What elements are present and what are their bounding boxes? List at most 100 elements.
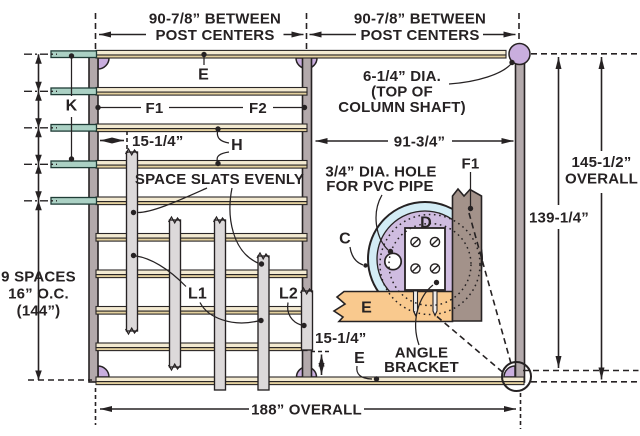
overall-height-line2: OVERALL [565,171,638,188]
top-beam [95,49,507,56]
left-spacing-note-line3: (144”) [17,303,61,320]
slat-offset-top-value: 15-1/4” [132,133,183,150]
svg-text:H: H [231,137,243,154]
label-e-detail: E [361,300,372,317]
angle-bracket-line2: BRACKET [384,359,459,376]
column-note-line2: (TOP OF [371,84,433,101]
post-right [514,56,526,383]
break-mark [212,215,226,225]
label-f1-f2: F1 F2 [95,100,308,117]
column-base-detail [332,187,483,323]
rail-edge [95,347,308,352]
dim-top-left-line1: 90-7/8” BETWEEN [149,11,281,28]
detail-post [451,187,483,322]
cross-piece [50,196,98,205]
cross-pieces [50,50,98,205]
annotations: 9 SPACES 16” O.C. (144”) 90-7/8” BETWEEN… [1,11,639,429]
cross-piece [50,160,98,169]
slat-offset-bottom-value: 15-1/4” [315,330,366,347]
break-mark [167,215,181,225]
break-mark [167,362,181,372]
rail [95,86,308,93]
rail-edge [95,274,308,279]
svg-text:L1: L1 [188,286,207,303]
label-d: D [420,215,432,232]
dim-top-right-line2: POST CENTERS [360,27,479,44]
label-c: C [339,231,368,268]
angle-bracket-line1: ANGLE [395,345,449,362]
overall-height-line1: 145-1/2” [572,154,632,171]
break-mark [299,286,313,296]
label-h: H [215,126,243,167]
rail-right-value: 91-3/4” [394,134,445,151]
column-shaft-dotted-inner [388,222,472,307]
angle-bracket-plate [404,227,446,291]
slat-l1 [168,219,182,368]
left-spacing-dimension: 9 SPACES 16” O.C. (144”) [1,53,92,381]
slat-l1 [257,255,270,391]
left-spacing-note-line2: 16” O.C. [8,286,69,303]
svg-text:E: E [198,67,209,84]
height-dimensions: 145-1/2” OVERALL 139-1/4” [523,52,639,383]
label-l2: L2 [279,286,307,329]
column-shaft-top-circle [508,42,531,66]
slat-offset-top-dimension: 15-1/4” [100,131,183,153]
cross-piece [50,123,98,132]
svg-text:L2: L2 [279,286,298,303]
rail [95,342,308,349]
bracket-nail [432,290,438,317]
label-f1-right: F1 [462,156,480,212]
svg-text:K: K [66,98,78,115]
overall-width-dimension: 188” OVERALL [94,388,522,429]
label-f2: F2 [249,100,267,117]
beams-and-rails [95,49,525,386]
label-e-bottom: E [354,350,380,382]
column-shaft-dotted-outline [379,213,481,316]
post-left [88,51,99,383]
label-k: K [66,53,78,162]
slats [124,147,314,391]
slat-l2 [300,290,314,351]
break-mark [256,251,270,261]
callout-line [468,212,512,364]
rail-edge [95,91,308,96]
detail-beam [332,290,454,323]
rail-right-dimension: 91-3/4” [315,134,514,151]
overall-width-value: 188” OVERALL [251,402,362,419]
dim-top-right-line1: 90-7/8” BETWEEN [354,11,486,28]
space-slats-note: SPACE SLATS EVENLY [130,171,304,267]
rail [95,123,308,130]
pvc-hole-line1: 3/4” DIA. HOLE [325,164,436,181]
slat-l1 [213,219,227,391]
column-note-line1: 6-1/4” DIA. [363,68,441,85]
left-spacing-note-line1: 9 SPACES [1,269,76,286]
slat-l1 [125,151,139,332]
pvc-pipe-hole [383,252,403,271]
svg-text:F1: F1 [462,156,480,173]
pvc-hole-note: 3/4” DIA. HOLE FOR PVC PIPE [325,164,436,255]
break-mark [124,326,138,336]
callout-line [436,315,504,373]
cross-piece [50,87,98,96]
svg-text:E: E [354,350,365,367]
top-dimensions: 90-7/8” BETWEEN POST CENTERS 90-7/8” BET… [94,11,520,49]
height-secondary-value: 139-1/4” [529,210,589,227]
bottom-beam [95,376,525,383]
bottom-beam-edge [95,381,525,386]
slat-offset-bottom-dimension: 15-1/4” [311,330,366,375]
dim-top-left-line2: POST CENTERS [155,27,274,44]
angle-bracket-note: ANGLE BRACKET [384,279,459,376]
bracket-screws [410,236,441,274]
label-f1: F1 [146,100,164,117]
svg-text:SPACE SLATS EVENLY: SPACE SLATS EVENLY [135,171,304,188]
top-beam-edge [95,54,507,59]
rail-edge [95,237,308,242]
column-note-line3: COLUMN SHAFT) [338,99,466,116]
label-e-top: E [198,51,209,84]
pvc-hole-line2: FOR PVC PIPE [326,178,433,195]
column-top-note: 6-1/4” DIA. (TOP OF COLUMN SHAFT) [338,59,515,116]
break-mark [124,147,138,157]
callout-source-circle [501,361,532,392]
